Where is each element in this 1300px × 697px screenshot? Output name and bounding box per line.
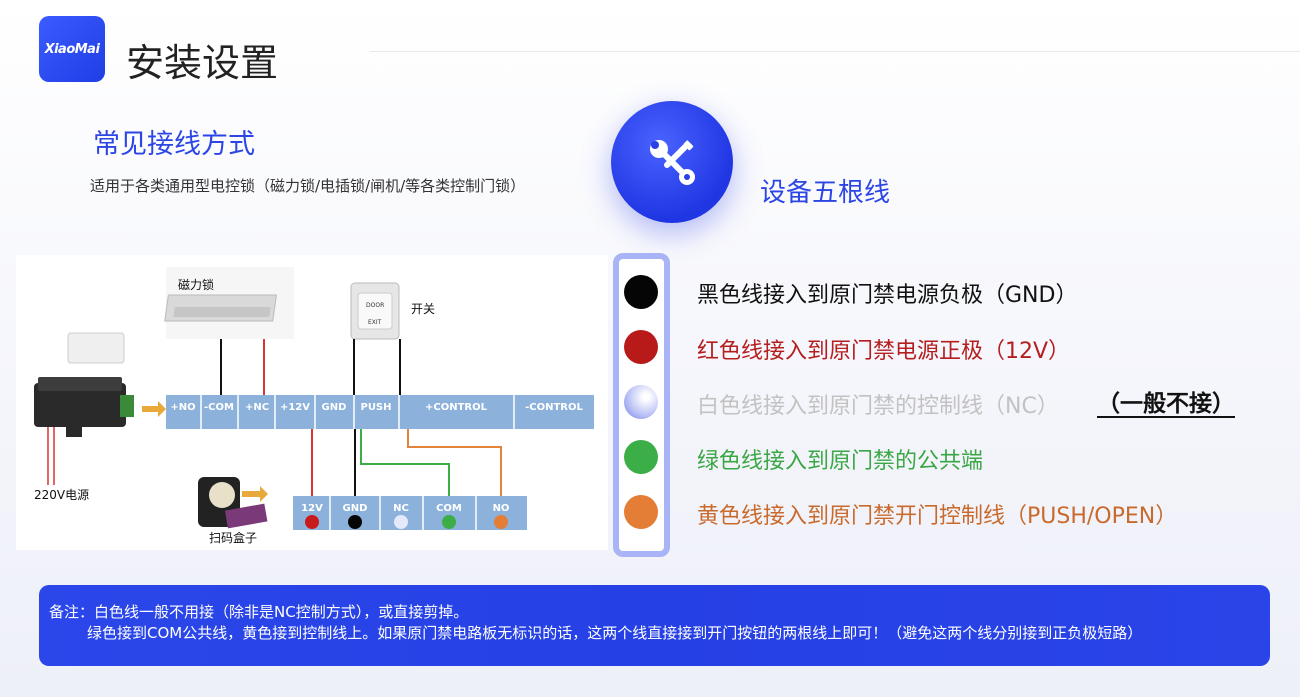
wire-desc-green: 绿色线接入到原门禁的公共端 [697,449,984,474]
terminal-label: +NC [245,402,269,413]
wiring-diagram: 磁力锁 DOOR EXIT 开关 220V电源 [16,255,608,550]
arrow-right-icon [242,486,268,502]
tools-badge [611,101,733,223]
terminal-dot-orange [494,515,508,529]
section-title: 常见接线方式 [93,129,255,160]
terminal-label: -CONTROL [525,402,583,413]
wire-dot-red [624,330,658,364]
wire-dot-green [624,440,658,474]
note-line-2: 绿色接到COM公共线，黄色接到控制线上。如果原门禁电路板无标识的话，这两个线直接… [87,624,1143,642]
terminal-dot-black [348,515,362,529]
exit-button-label-top: DOOR [366,302,384,309]
wire-desc-white: 白色线接入到原门禁的控制线（NC） [697,394,1059,419]
section-subtitle: 适用于各类通用型电控锁（磁力锁/电插锁/闸机/等各类控制门锁） [90,177,526,195]
scanner-box [198,477,268,529]
terminal-label: GND [322,402,347,413]
wrench-screwdriver-icon [650,140,695,185]
header-divider [370,51,1300,52]
scanner-label: 扫码盒子 [209,530,257,545]
terminal-label: -COM [204,402,234,413]
terminal-label: PUSH [360,402,391,413]
wire-desc-orange: 黄色线接入到原门禁开门控制线（PUSH/OPEN） [697,504,1178,529]
exit-button [350,282,400,340]
top-terminal-strip [166,395,594,429]
wire-desc-white-note: （一般不接） [1097,391,1235,417]
five-wires-title: 设备五根线 [760,178,891,208]
page-title: 安装设置 [126,41,279,85]
wire-desc-black: 黑色线接入到原门禁电源负极（GND） [697,283,1078,308]
terminal-label: COM [436,503,462,514]
note-panel [39,585,1270,666]
terminal-label: 12V [301,503,323,514]
maglock-label: 磁力锁 [178,277,214,292]
power-label: 220V电源 [34,488,89,502]
note-line-1: 备注：白色线一般不用接（除非是NC控制方式），或直接剪掉。 [49,603,469,621]
power-supply [34,332,134,437]
exit-button-label-bottom: EXIT [368,319,382,326]
terminal-dot-green [442,515,456,529]
terminal-label: GND [343,503,368,514]
switch-label: 开关 [411,302,435,316]
brand-logo-text: XiaoMai [44,41,100,57]
terminal-label: +12V [280,402,310,413]
terminal-label: +CONTROL [425,402,488,413]
wire-dot-orange [624,495,658,529]
wire-dot-black [624,275,658,309]
brand-logo: XiaoMai [39,16,105,82]
terminal-label: NO [493,503,510,514]
magnetic-lock [164,267,294,339]
wire-dot-white [624,385,658,419]
terminal-label: +NO [170,402,195,413]
terminal-dot-red [305,515,319,529]
bottom-terminal-strip [293,496,527,530]
terminal-dot-white [394,515,408,529]
wire-desc-red: 红色线接入到原门禁电源正极（12V） [697,339,1071,364]
arrow-right-icon [142,401,166,417]
terminal-label: NC [393,503,409,514]
